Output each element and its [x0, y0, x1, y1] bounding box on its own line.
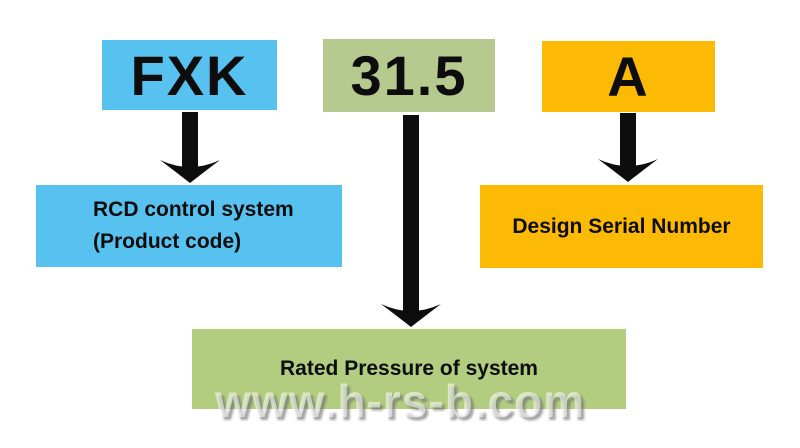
- code-value-pressure: 31.5: [350, 44, 468, 107]
- watermark-text: www.h-rs-b.com: [214, 375, 586, 427]
- product-label-line2: (Product code): [93, 230, 242, 253]
- pressure-label: Rated Pressure of system: [280, 357, 538, 380]
- code-box-serial: A: [542, 41, 715, 112]
- serial-label: Design Serial Number: [512, 214, 731, 238]
- code-value-product: FXK: [130, 43, 249, 107]
- down-arrow-icon-pressure: [381, 115, 441, 327]
- product-label-line1: RCD control system: [93, 198, 294, 221]
- code-box-product: FXK: [102, 40, 277, 110]
- code-box-pressure: 31.5: [323, 39, 495, 112]
- code-value-serial: A: [607, 45, 650, 108]
- label-box-pressure: Rated Pressure of system: [192, 329, 626, 409]
- down-arrow-icon-product: [160, 112, 220, 183]
- down-arrow-icon-serial: [598, 113, 658, 182]
- label-box-serial: Design Serial Number: [480, 185, 763, 268]
- label-box-product: RCD control system (Product code): [36, 185, 342, 267]
